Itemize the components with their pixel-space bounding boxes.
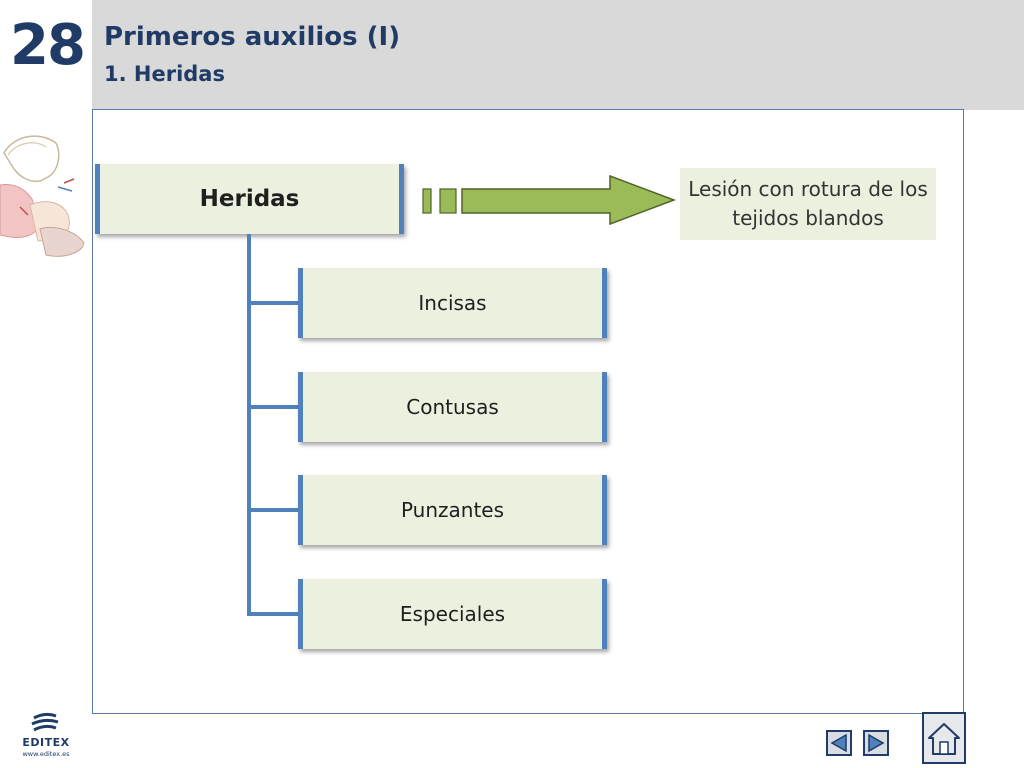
previous-slide-button[interactable] [826,730,852,756]
tree-branch-connector [247,405,299,409]
diagram-child-contusas: Contusas [298,372,607,442]
header-band [92,0,1024,110]
first-aid-illustration [0,135,85,257]
page-title: Primeros auxilios (I) [104,22,401,52]
diagram-root-heridas: Heridas [95,164,404,234]
previous-arrow-icon [830,733,847,753]
home-button[interactable] [922,712,966,764]
diagram-child-punzantes: Punzantes [298,475,607,545]
editex-logo-mark [31,712,59,732]
logo-name: EDITEX [22,736,70,749]
tree-branch-connector [247,508,299,512]
next-arrow-icon [868,733,885,753]
next-slide-button[interactable] [863,730,889,756]
diagram-child-especiales: Especiales [298,579,607,649]
tree-branch-connector [247,612,299,616]
chapter-number: 28 [10,13,86,78]
diagram-child-incisas: Incisas [298,268,607,338]
definition-arrow-icon [422,174,677,226]
editex-logo: EDITEX www.editex.es [16,708,76,758]
tree-trunk-connector [247,234,251,614]
page-subtitle: 1. Heridas [104,62,225,86]
logo-url: www.editex.es [22,750,70,758]
home-icon [928,723,960,755]
definition-box: Lesión con rotura de los tejidos blandos [680,168,936,240]
tree-branch-connector [247,301,299,305]
